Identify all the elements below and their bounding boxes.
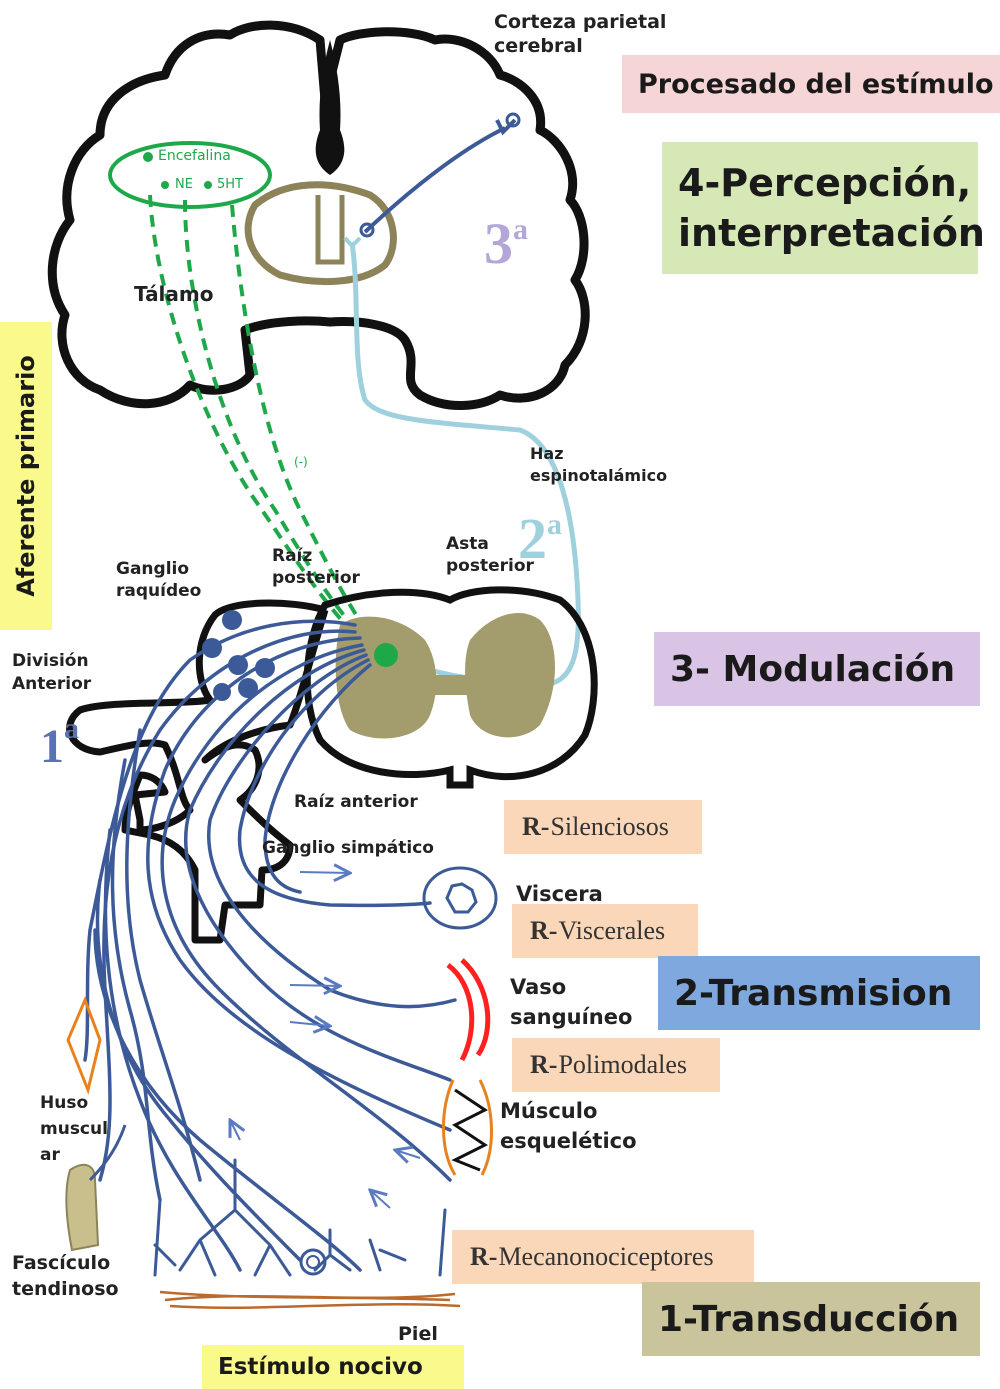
direction-arrows	[230, 872, 420, 1208]
stage-transduccion: 1-Transducción	[642, 1282, 980, 1356]
stage-aferente: Aferente primario	[0, 322, 52, 630]
label-encefalina: Encefalina	[158, 148, 231, 164]
ordinal-third: 3a	[484, 210, 528, 277]
label-ganglio-simpatico: Ganglio simpático	[262, 836, 434, 860]
label-5ht: 5HT	[217, 177, 243, 192]
receptor-viscerales: R-Viscerales	[512, 904, 698, 958]
gray-matter	[336, 613, 555, 738]
stage-procesado: Procesado del estímulo	[622, 55, 1000, 113]
stage-modulacion: 3- Modulación	[654, 632, 980, 706]
receptor-mecanonociceptores: R-Mecanonociceptores	[452, 1230, 754, 1284]
label-ne: NE	[175, 177, 193, 192]
viscera-drawing	[424, 868, 496, 928]
label-inhibicion: (-)	[294, 455, 308, 469]
ordinal-first: 1a	[40, 712, 79, 774]
muscle-spindle	[68, 1000, 100, 1090]
stage-transmision: 2-Transmision	[658, 956, 980, 1030]
muscle-drawing	[443, 1080, 491, 1175]
receptor-polimodales: R-Polimodales	[512, 1038, 720, 1092]
label-talamo: Tálamo	[134, 282, 214, 306]
skin	[160, 1292, 460, 1308]
receptor-silenciosos: R-Silenciosos	[504, 800, 702, 854]
stage-estimulo: Estímulo nocivo	[202, 1345, 464, 1389]
label-raiz-anterior: Raíz anterior	[294, 790, 418, 814]
label-viscera: Viscera	[516, 882, 603, 906]
label-piel: Piel	[398, 1322, 438, 1346]
blood-vessel	[448, 965, 472, 1060]
stage-percepcion: 4-Percepción,interpretación	[662, 142, 978, 274]
synapse-dot	[374, 643, 398, 667]
